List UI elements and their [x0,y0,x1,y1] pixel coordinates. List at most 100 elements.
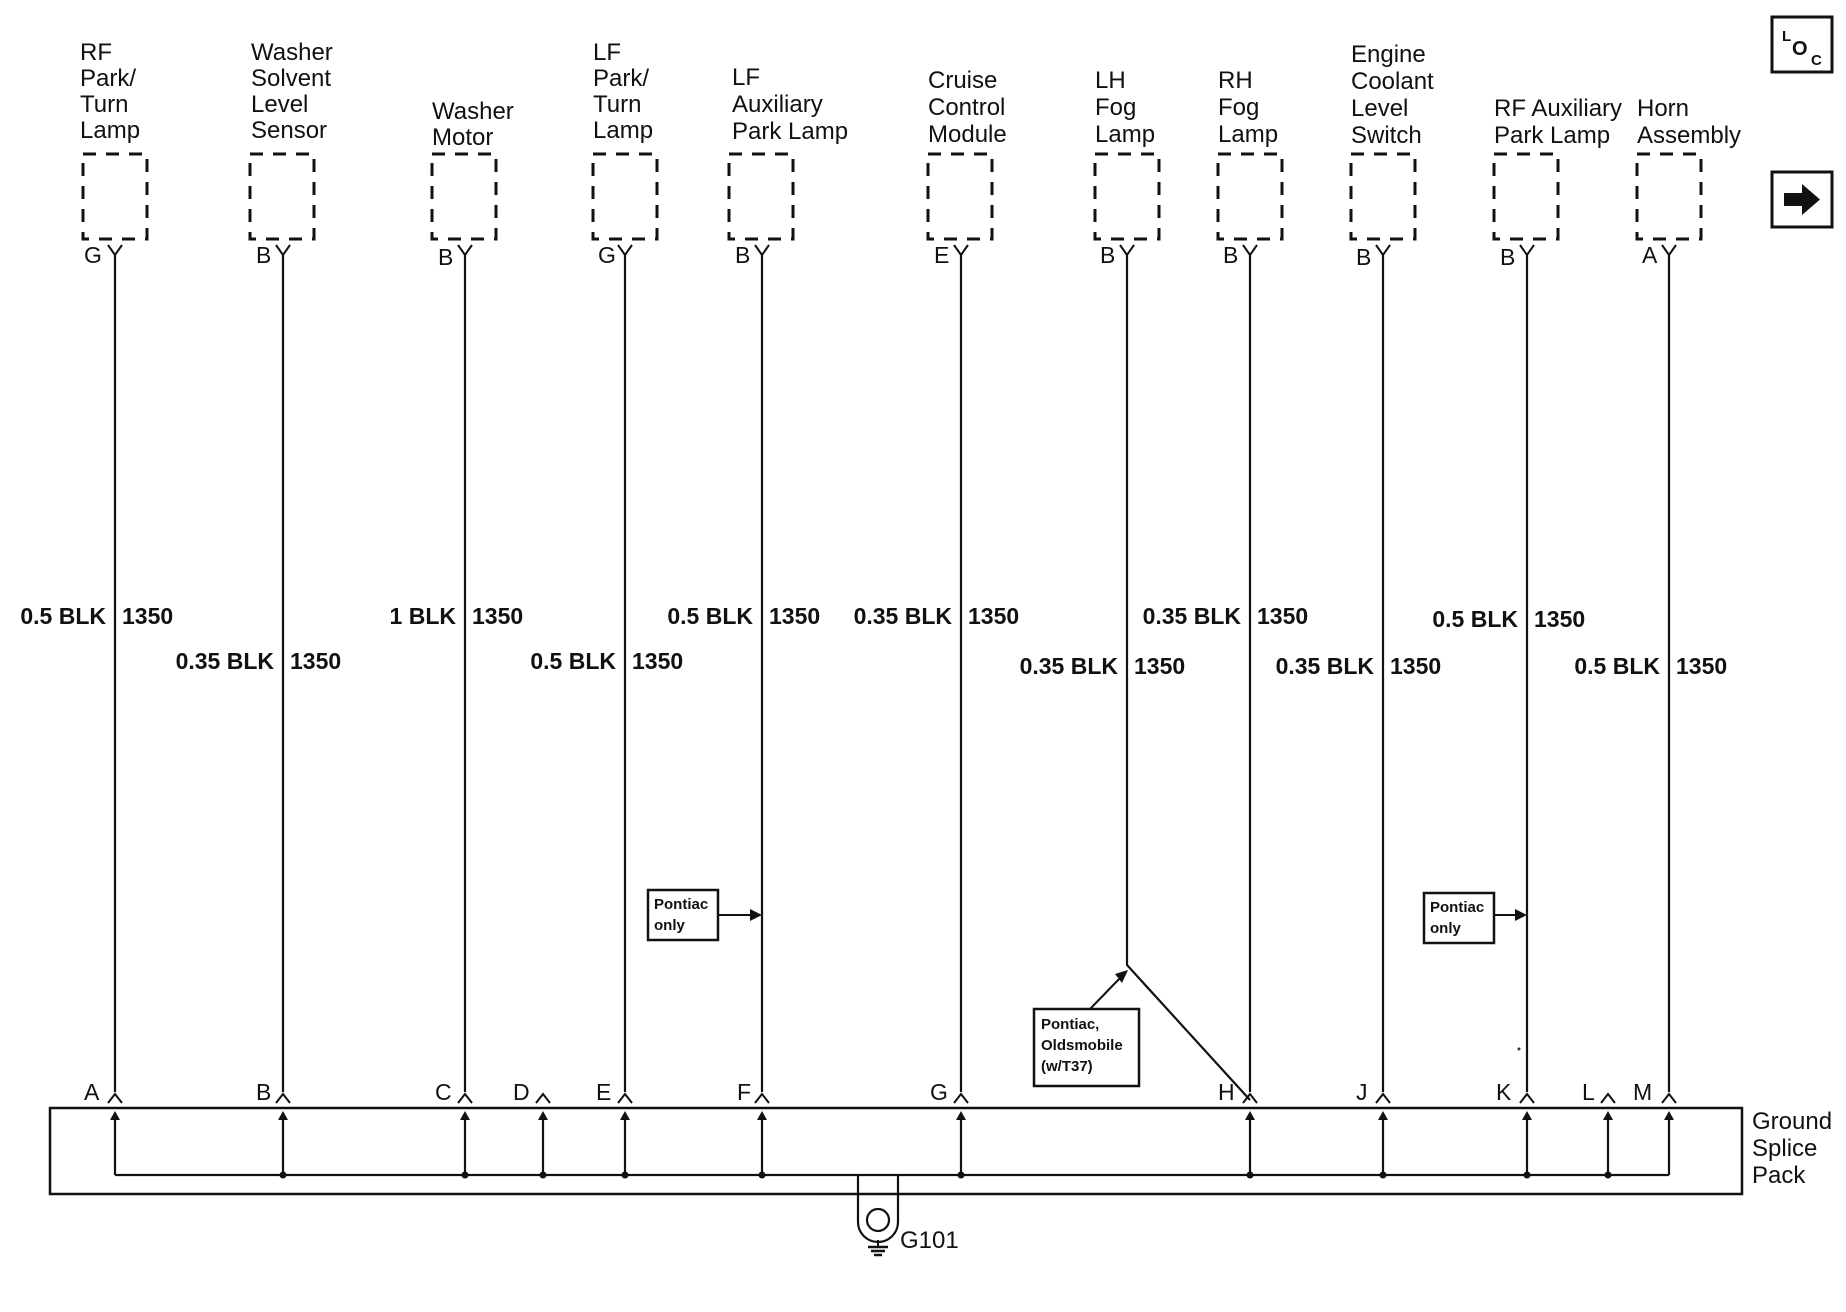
male-terminal-icon [275,1092,291,1104]
wire-size-color: 0.35 BLK [176,648,275,674]
male-terminal-icon [953,1092,969,1104]
up-arrow-icon [1522,1111,1532,1120]
component-rf-park-turn-lamp: RF Park/ Turn Lamp [80,39,140,144]
component-pins: G B B G B E B B B B A [84,242,1677,270]
ground-symbol-icon [868,1240,888,1257]
component-label-line: Solvent [251,65,331,92]
component-washer-motor: Washer Motor [432,98,514,151]
up-arrow-icon [460,1111,470,1120]
ground-splice-pack: Ground Splice Pack [48,1106,1832,1196]
component-label-line: Lamp [593,117,653,144]
splice-drops [113,1115,1671,1175]
wire-size-color: 0.5 BLK [530,648,616,674]
splice-arrowheads [110,1111,1674,1120]
note-line: only [654,917,685,934]
component-box-engine-coolant-level-switch [1349,152,1417,241]
wire-size-color: 0.5 BLK [667,603,753,629]
component-label-line: Park Lamp [732,118,848,145]
component-lf-auxiliary-park-lamp: LF Auxiliary Park Lamp [732,64,848,145]
component-pin-letter: B [256,242,271,268]
splice-pin-letter: E [596,1079,611,1105]
component-label-line: LF [593,39,621,66]
component-label-line: Switch [1351,122,1422,149]
component-engine-coolant-level-switch: Engine Coolant Level Switch [1351,41,1434,149]
wire-size-color: 0.35 BLK [1143,603,1242,629]
wire-circuit-number: 1350 [1534,606,1585,632]
note-pontiac-only-left: Pontiac only [646,888,762,942]
component-label-line: Turn [593,91,641,118]
arrow-head-icon [1515,909,1527,921]
wire-circuit-number: 1350 [1257,603,1308,629]
junction-dot [279,1171,287,1179]
loc-icon[interactable]: L O C [1770,15,1834,74]
male-terminal-icon [1519,1092,1535,1104]
component-label-line: Fog [1095,94,1136,121]
note-line: (w/T37) [1041,1058,1093,1075]
splice-pin-letter: J [1356,1079,1368,1105]
wire-circuit-number: 1350 [968,603,1019,629]
ground-g101: G101 [856,1175,959,1257]
component-label-line: Module [928,121,1007,148]
component-label-line: Lamp [80,117,140,144]
wire-size-color: 0.5 BLK [20,603,106,629]
wire-circuit-number: 1350 [290,648,341,674]
wire-size-color: 1 BLK [390,603,457,629]
junction-dot [957,1171,965,1179]
splice-pin-letter: F [737,1079,751,1105]
ground-label: G101 [900,1227,959,1254]
note-line: Pontiac, [1041,1016,1099,1033]
arrow-head-icon [1115,970,1128,983]
splice-pack-label-line: Pack [1752,1162,1806,1189]
ground-eyelet-icon [865,1207,891,1233]
component-lh-fog-lamp: LH Fog Lamp [1095,67,1155,148]
component-label-line: Engine [1351,41,1426,68]
junction-dot [461,1171,469,1179]
wire-size-color: 0.5 BLK [1574,653,1660,679]
junction-dot [1246,1171,1254,1179]
up-arrow-icon [757,1111,767,1120]
note-box [1032,1007,1141,1088]
wire-lh-fog-lamp [1125,255,1251,1101]
print-speck [1517,1047,1521,1051]
male-terminal-icon [1600,1092,1616,1104]
component-label-line: Sensor [251,117,327,144]
up-arrow-icon [956,1111,966,1120]
component-box-lh-fog-lamp [1093,152,1161,241]
component-label-line: Level [251,91,308,118]
component-pin-letter: B [1223,242,1238,268]
note-line: Pontiac [654,896,708,913]
component-label-line: RF Auxiliary [1494,95,1622,122]
junction-dot [539,1171,547,1179]
splice-pin-letter: G [930,1079,948,1105]
up-arrow-icon [538,1111,548,1120]
next-page-button[interactable] [1770,170,1834,229]
junction-dot [758,1171,766,1179]
component-label-line: LF [732,64,760,91]
note-line: Pontiac [1430,899,1484,916]
male-terminal-icon [617,1092,633,1104]
male-terminal-icon [754,1092,770,1104]
component-pin-letter: B [735,242,750,268]
component-label-line: Cruise [928,67,997,94]
arrow-head-icon [750,909,762,921]
splice-pin-letter: A [84,1079,100,1105]
component-box-lf-park-turn-lamp [591,152,659,241]
component-box-washer-motor [430,152,498,241]
up-arrow-icon [1603,1111,1613,1120]
component-label-line: Motor [432,124,493,151]
wire-size-color: 0.35 BLK [1020,653,1119,679]
note-line: only [1430,920,1461,937]
component-pin-letter: B [1100,242,1115,268]
component-box-rf-park-turn-lamp [81,152,149,241]
wire-circuit-number: 1350 [769,603,820,629]
component-label-line: Washer [251,39,333,66]
component-washer-solvent-level-sensor: Washer Solvent Level Sensor [251,39,333,144]
component-label-line: Park/ [80,65,136,92]
up-arrow-icon [1245,1111,1255,1120]
component-label-line: Park Lamp [1494,122,1610,149]
up-arrow-icon [620,1111,630,1120]
wire-size-color: 0.35 BLK [854,603,953,629]
component-label-line: Turn [80,91,128,118]
component-label-line: Washer [432,98,514,125]
